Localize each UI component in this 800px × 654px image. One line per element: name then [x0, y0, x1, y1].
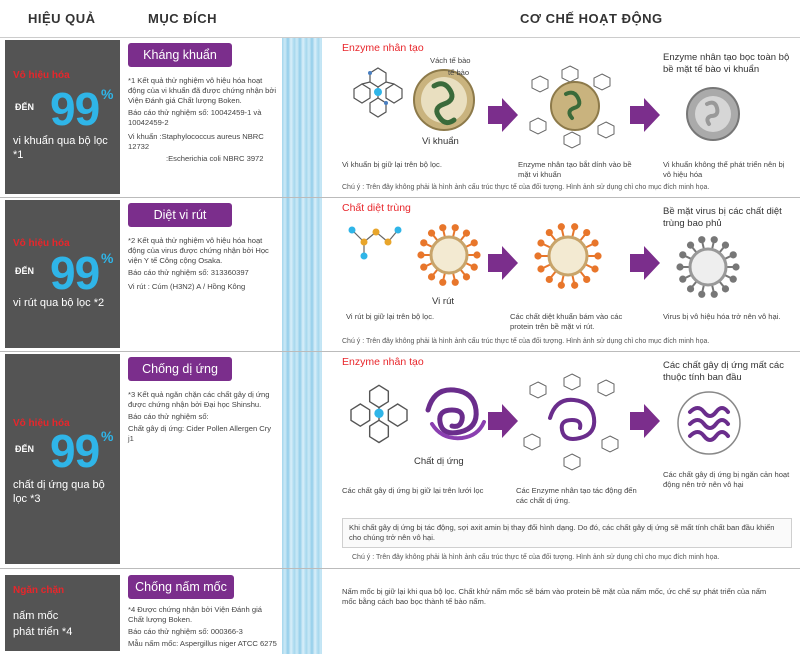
effect-text: chất dị ứng qua bộ lọc *3: [13, 479, 105, 505]
effect-unit: %: [101, 86, 114, 102]
arrow-right-icon: [630, 98, 660, 132]
effect-text: vi rút qua bộ lọc *2: [13, 297, 105, 309]
mechanism-note: Chú ý : Trên đây không phải là hình ảnh …: [342, 184, 710, 191]
disinfectant-molecule-illustration: [348, 226, 402, 260]
purpose-title-antibacterial: Kháng khuẩn: [128, 43, 232, 67]
mechanism-caption-3: Vi khuẩn không thể phát triển nên bị vô …: [663, 160, 785, 179]
effect-unit: %: [101, 250, 114, 266]
neutralized-allergen-illustration: [677, 391, 741, 455]
purpose-title-antimold: Chống nấm mốc: [128, 575, 234, 599]
purpose-line: Báo cáo thử nghiệm số: 313360397: [128, 268, 249, 277]
row-antivirus: Vô hiệu hóa ĐẾN 99 % vi rút qua bộ lọc *…: [0, 198, 800, 350]
effect-value: 99: [50, 83, 100, 135]
mechanism-caption-1: Các chất gây dị ứng bị giữ lại trên lưới…: [342, 486, 484, 495]
effect-value: 99: [50, 247, 100, 299]
mechanism-caption-3: Các chất gây dị ứng bị ngăn cản hoạt độn…: [663, 470, 790, 489]
effect-unit: %: [101, 428, 114, 444]
mechanism-right-title: Các chất gây dị ứng mất các thuộc tính b…: [663, 360, 784, 383]
purpose-line: *2 Kết quả thử nghiệm vô hiệu hóa hoạt đ…: [128, 236, 269, 265]
allergen-label: Chất dị ứng: [414, 456, 464, 467]
mechanism-text: Nấm mốc bị giữ lại khi qua bộ lọc. Chất …: [342, 587, 767, 606]
arrow-right-icon: [630, 404, 660, 438]
purpose-text-antiallergen: *3 Kết quả ngăn chặn các chất gây dị ứng…: [128, 390, 278, 446]
arrow-right-icon: [488, 404, 518, 438]
allergen-with-enzyme-illustration: [523, 373, 619, 471]
purpose-title-antiallergen: Chống dị ứng: [128, 357, 232, 381]
effect-box-antibacterial: Vô hiệu hóa ĐẾN 99 % vi khuẩn qua bộ lọc…: [5, 40, 120, 194]
row-divider: [0, 197, 800, 198]
row-antiallergen: Vô hiệu hóa ĐẾN 99 % chất dị ứng qua bộ …: [0, 352, 800, 568]
header-mechanism: CƠ CHẾ HOẠT ĐỘNG: [520, 11, 663, 26]
effect-prefix: ĐẾN: [15, 102, 35, 112]
effect-red-label: Vô hiệu hóa: [13, 418, 70, 429]
mechanism-caption-2: Các chất diệt khuẩn bám vào các protein …: [510, 312, 623, 331]
row-antimold: Ngăn chặn nấm mốc phát triển *4 Chống nấ…: [0, 569, 800, 654]
purpose-line: *1 Kết quả thử nghiệm vô hiệu hóa hoạt đ…: [128, 76, 277, 105]
mechanism-label: Enzyme nhân tạo: [342, 356, 424, 368]
allergen-explanation-box: Khi chất gây dị ứng bị tác động, sợi axi…: [342, 518, 792, 548]
effect-prefix: ĐẾN: [15, 266, 35, 276]
mechanism-label: Enzyme nhân tạo: [342, 42, 424, 54]
header-divider: [0, 37, 800, 38]
enzyme-molecule-illustration: [353, 67, 403, 118]
effect-value: 99: [50, 425, 100, 477]
mechanism-note: Chú ý : Trên đây không phải là hình ảnh …: [342, 338, 710, 345]
effect-box-antimold: Ngăn chặn nấm mốc phát triển *4: [5, 575, 120, 651]
table-header: HIỆU QUẢ MỤC ĐÍCH CƠ CHẾ HOẠT ĐỘNG: [0, 0, 800, 38]
effect-red-label: Vô hiệu hóa: [13, 70, 70, 81]
arrow-right-icon: [488, 246, 518, 280]
virus-illustration: [417, 224, 481, 286]
purpose-text-antibacterial: *1 Kết quả thử nghiệm vô hiệu hóa hoạt đ…: [128, 76, 278, 166]
effect-text-2: phát triển *4: [13, 626, 73, 638]
mechanism-label: Chất diệt trùng: [342, 202, 411, 214]
row-divider: [0, 351, 800, 352]
effect-red-label: Ngăn chặn: [13, 585, 65, 596]
filter-image-strip: [282, 38, 322, 654]
arrow-right-icon: [630, 246, 660, 280]
cell-wall-label: Vách tế bào: [430, 56, 471, 65]
inactivated-virus-illustration: [676, 236, 740, 298]
header-effect: HIỆU QUẢ: [28, 11, 96, 26]
row-divider: [0, 568, 800, 569]
allergen-illustration: [425, 387, 486, 441]
effect-box-antiallergen: Vô hiệu hóa ĐẾN 99 % chất dị ứng qua bộ …: [5, 354, 120, 564]
purpose-text-antivirus: *2 Kết quả thử nghiệm vô hiệu hóa hoạt đ…: [128, 236, 278, 294]
mechanism-caption-3: Virus bị vô hiệu hóa trở nên vô hại.: [663, 312, 781, 321]
purpose-line: Báo cáo thử nghiệm số:: [128, 412, 209, 421]
purpose-line: *4 Được chứng nhận bởi Viện Đánh giá Chấ…: [128, 605, 262, 624]
purpose-line: Chất gây dị ứng: Cider Pollen Allergen C…: [128, 424, 272, 443]
purpose-line: Báo cáo thử nghiệm số: 10042459-1 và 100…: [128, 108, 262, 127]
purpose-title-antivirus: Diệt vi rút: [128, 203, 232, 227]
purpose-line: *3 Kết quả ngăn chặn các chất gây dị ứng…: [128, 390, 270, 409]
mechanism-caption-2: Các Enzyme nhân tạo tác động đến các chấ…: [516, 486, 637, 505]
enzyme-bound-bacteria-illustration: [529, 65, 615, 149]
mechanism-caption-1: Vi rút bị giữ lại trên bộ lọc.: [346, 312, 435, 321]
purpose-text-antimold: *4 Được chứng nhận bởi Viện Đánh giá Chấ…: [128, 605, 278, 651]
header-purpose: MỤC ĐÍCH: [148, 11, 217, 26]
purpose-line: Vi khuẩn :Staphylococcus aureus NBRC 127…: [128, 132, 264, 151]
coated-bacteria-illustration: [686, 87, 740, 141]
virus-label: Vi rút: [432, 296, 455, 307]
enzyme-molecule-illustration: [350, 384, 408, 444]
purpose-line: Mẫu nấm mốc: Aspergillus niger ATCC 6275: [128, 639, 277, 648]
mechanism-caption-1: Vi khuẩn bị giữ lại trên bộ lọc.: [342, 160, 442, 169]
mechanism-note: Chú ý : Trên đây không phải là hình ảnh …: [352, 554, 720, 561]
mechanism-right-title: Enzyme nhân tạo bọc toàn bộ bề mặt tế bà…: [663, 52, 790, 75]
cell-label: tế bào: [448, 68, 470, 77]
purpose-line: Vi rút : Cúm (H3N2) A / Hồng Kông: [128, 282, 246, 291]
bacteria-illustration: [413, 69, 475, 131]
purpose-line: :Escherichia coli NBRC 3972: [166, 154, 264, 163]
arrow-right-icon: [488, 98, 518, 132]
row-antibacterial: Vô hiệu hóa ĐẾN 99 % vi khuẩn qua bộ lọc…: [0, 38, 800, 198]
effect-box-antivirus: Vô hiệu hóa ĐẾN 99 % vi rút qua bộ lọc *…: [5, 200, 120, 348]
mechanism-caption-2: Enzyme nhân tạo bắt dính vào bề mặt vi k…: [518, 160, 632, 179]
mechanism-right-title: Bề mặt virus bị các chất diệt trùng bao …: [663, 206, 782, 229]
effect-text-1: nấm mốc: [13, 610, 59, 622]
bacteria-label: Vi khuẩn: [422, 136, 459, 147]
effect-text: vi khuẩn qua bộ lọc *1: [13, 135, 108, 161]
effect-prefix: ĐẾN: [15, 444, 35, 454]
effect-red-label: Vô hiệu hóa: [13, 238, 70, 249]
virus-with-disinfectant-illustration: [534, 223, 602, 289]
purpose-line: Báo cáo thử nghiệm số: 000366-3: [128, 627, 243, 636]
